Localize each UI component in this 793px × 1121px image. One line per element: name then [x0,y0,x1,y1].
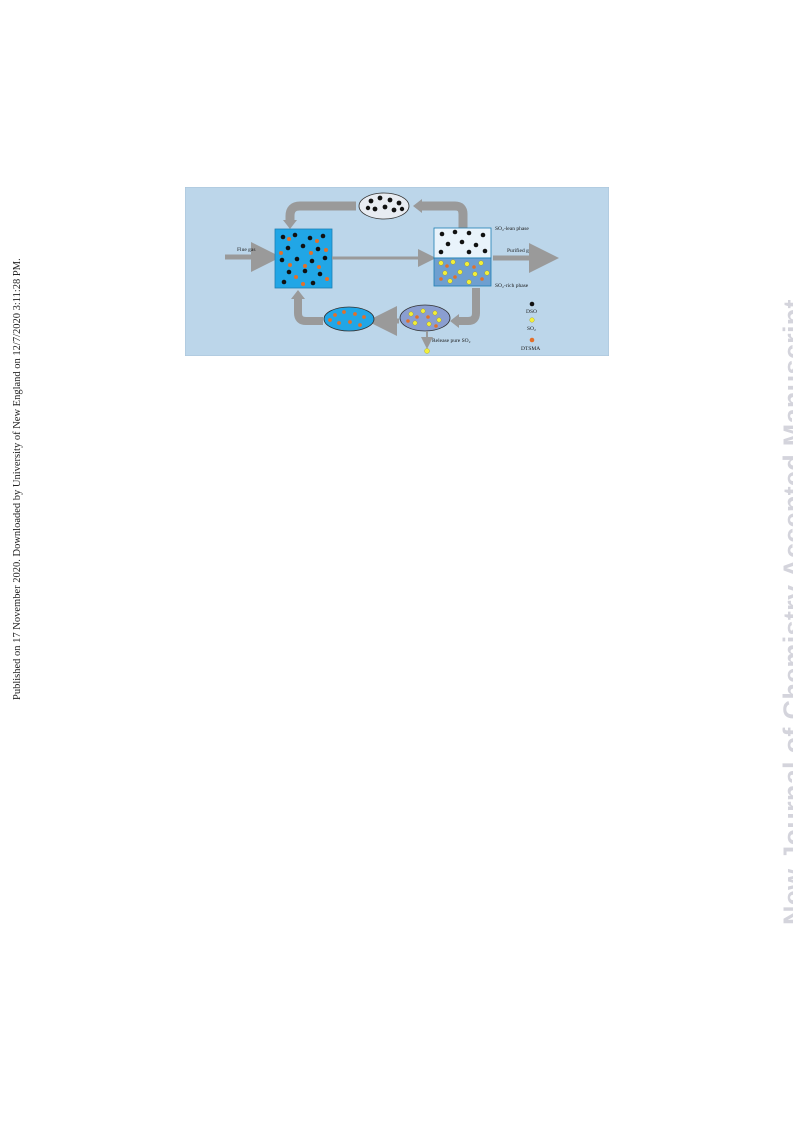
dtsma-particles [328,310,366,327]
lean-phase-dso-particles [438,229,488,255]
rich-phase-particles [438,259,490,285]
bottom-return-arrow [294,299,323,325]
graphical-abstract-figure: Flue gas SO₂- [185,187,609,356]
flue-gas-label: Flue gas [237,247,256,253]
process-diagram: Flue gas SO₂- [185,187,609,356]
separator-down-arrowhead [450,314,459,328]
legend: DSO SO₂ DTSMA [521,301,540,352]
purified-gas-label: Purified gas [507,247,533,254]
top-return-arrowhead [283,220,297,229]
absorber-column [274,228,333,289]
legend-dtsma-marker [529,337,535,343]
regenerator-particles [406,308,442,328]
separator-down-arrow [458,288,480,325]
top-out-arrow [421,201,468,231]
so2-lean-phase-label: SO₂-lean phase [495,226,529,232]
absorber-particles [279,232,329,286]
released-so2-particle [424,348,430,354]
bottom-return-arrowhead [291,290,305,299]
legend-dso-label: DSO [526,309,537,315]
legend-so2-marker [529,317,535,323]
publication-note: Published on 17 November 2020. Downloade… [12,258,23,700]
dso-particles-top [365,195,405,213]
top-out-arrowhead [413,199,422,213]
top-return-arrow [285,201,356,221]
journal-watermark: New Journal of Chemistry Accepted Manusc… [778,299,793,925]
so2-rich-phase-label: SO₂-rich phase [495,283,529,289]
release-label: Release pure SO₂ [432,338,471,344]
legend-dtsma-label: DTSMA [521,346,540,352]
legend-so2-label: SO₂ [527,326,536,332]
legend-dso-marker [529,301,535,307]
regenerator-vessel [399,304,451,332]
